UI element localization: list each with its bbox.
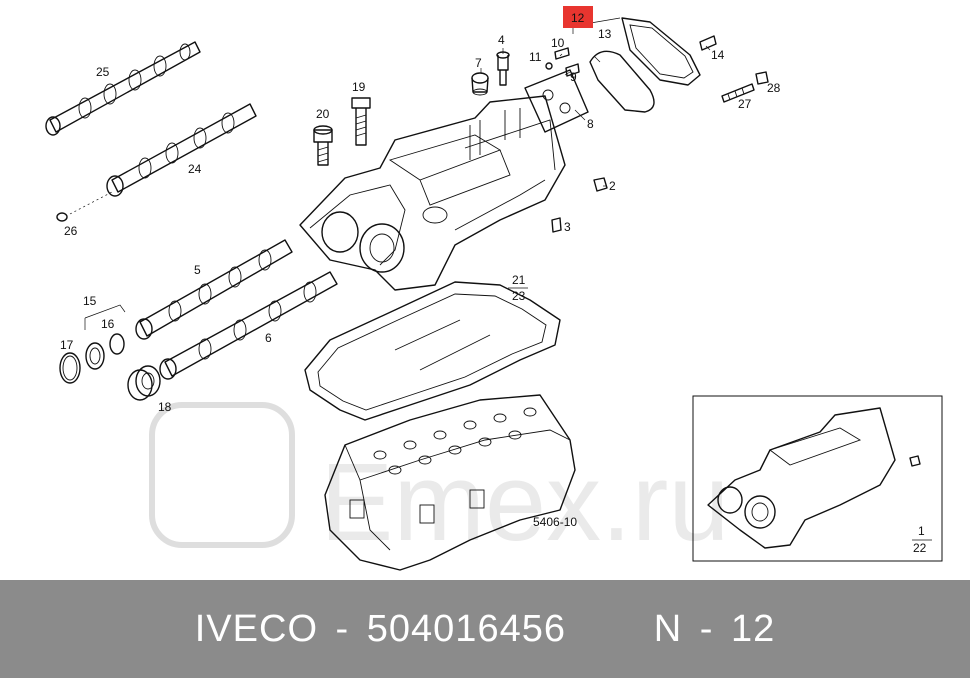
cap-7 — [471, 72, 489, 96]
watermark: Emex.ru — [149, 402, 730, 564]
screw-10 — [554, 47, 570, 60]
label-17: 17 — [60, 338, 74, 352]
label-2: 2 — [609, 179, 616, 193]
seal-kit-15 — [59, 304, 126, 384]
label-1: 1 — [918, 524, 925, 538]
gasket-13 — [589, 50, 655, 113]
label-25: 25 — [96, 65, 110, 79]
clip-3 — [551, 217, 562, 233]
bolt-19 — [351, 97, 371, 146]
camshaft-25 — [45, 41, 201, 136]
cover-12 — [621, 17, 701, 86]
label-18: 18 — [158, 400, 172, 414]
label-13: 13 — [598, 27, 612, 41]
plug-26 — [56, 212, 68, 222]
ring-16 — [85, 342, 105, 370]
exploded-parts-diagram: Emex.ru — [45, 6, 943, 571]
seal-17 — [59, 352, 81, 384]
label-24: 24 — [188, 162, 202, 176]
camshaft-5 — [135, 239, 293, 340]
footer-bar: IVECO - 504016456 N - 12 — [0, 580, 970, 678]
label-4: 4 — [498, 33, 505, 47]
label-27: 27 — [738, 97, 752, 111]
label-10: 10 — [551, 36, 565, 50]
washer-11 — [545, 62, 553, 70]
label-5: 5 — [194, 263, 201, 277]
label-9: 9 — [570, 70, 577, 84]
label-11: 11 — [529, 50, 542, 64]
camshaft-6 — [159, 271, 338, 380]
watermark-logo-icon — [149, 402, 295, 548]
screw-14 — [699, 35, 717, 51]
label-23: 23 — [512, 289, 526, 303]
label-28: 28 — [767, 81, 781, 95]
screw-4 — [496, 51, 510, 86]
camshaft-24 — [106, 103, 257, 197]
stud-27 — [721, 83, 755, 103]
label-3: 3 — [564, 220, 571, 234]
watermark-text: Emex.ru — [320, 441, 730, 564]
nut-2 — [593, 177, 608, 192]
label-26: 26 — [64, 224, 78, 238]
label-12: 12 — [571, 11, 585, 25]
label-ref-code: 5406-10 — [533, 515, 577, 529]
label-14: 14 — [711, 48, 725, 62]
cylinder-head — [324, 394, 576, 571]
footer-part-number: IVECO - 504016456 N - 12 — [194, 607, 776, 650]
label-7: 7 — [475, 56, 482, 70]
screw-9 — [565, 63, 580, 77]
part-labels: 25 24 26 5 6 15 16 17 18 19 20 21 23 4 7… — [60, 11, 927, 555]
label-15: 15 — [83, 294, 97, 308]
pump-cover-8 — [524, 69, 589, 133]
seal-18 — [127, 365, 161, 401]
highlight-box-12 — [563, 6, 593, 28]
nut-28 — [755, 71, 769, 85]
label-19: 19 — [352, 80, 366, 94]
label-20: 20 — [316, 107, 330, 121]
bolt-20 — [313, 125, 333, 166]
label-21: 21 — [512, 273, 526, 287]
cylinder-head-cover — [299, 95, 566, 291]
label-22: 22 — [913, 541, 927, 555]
gasket-21-23 — [304, 281, 561, 421]
label-16: 16 — [101, 317, 115, 331]
label-6: 6 — [265, 331, 272, 345]
label-8: 8 — [587, 117, 594, 131]
inset-box — [692, 395, 943, 562]
